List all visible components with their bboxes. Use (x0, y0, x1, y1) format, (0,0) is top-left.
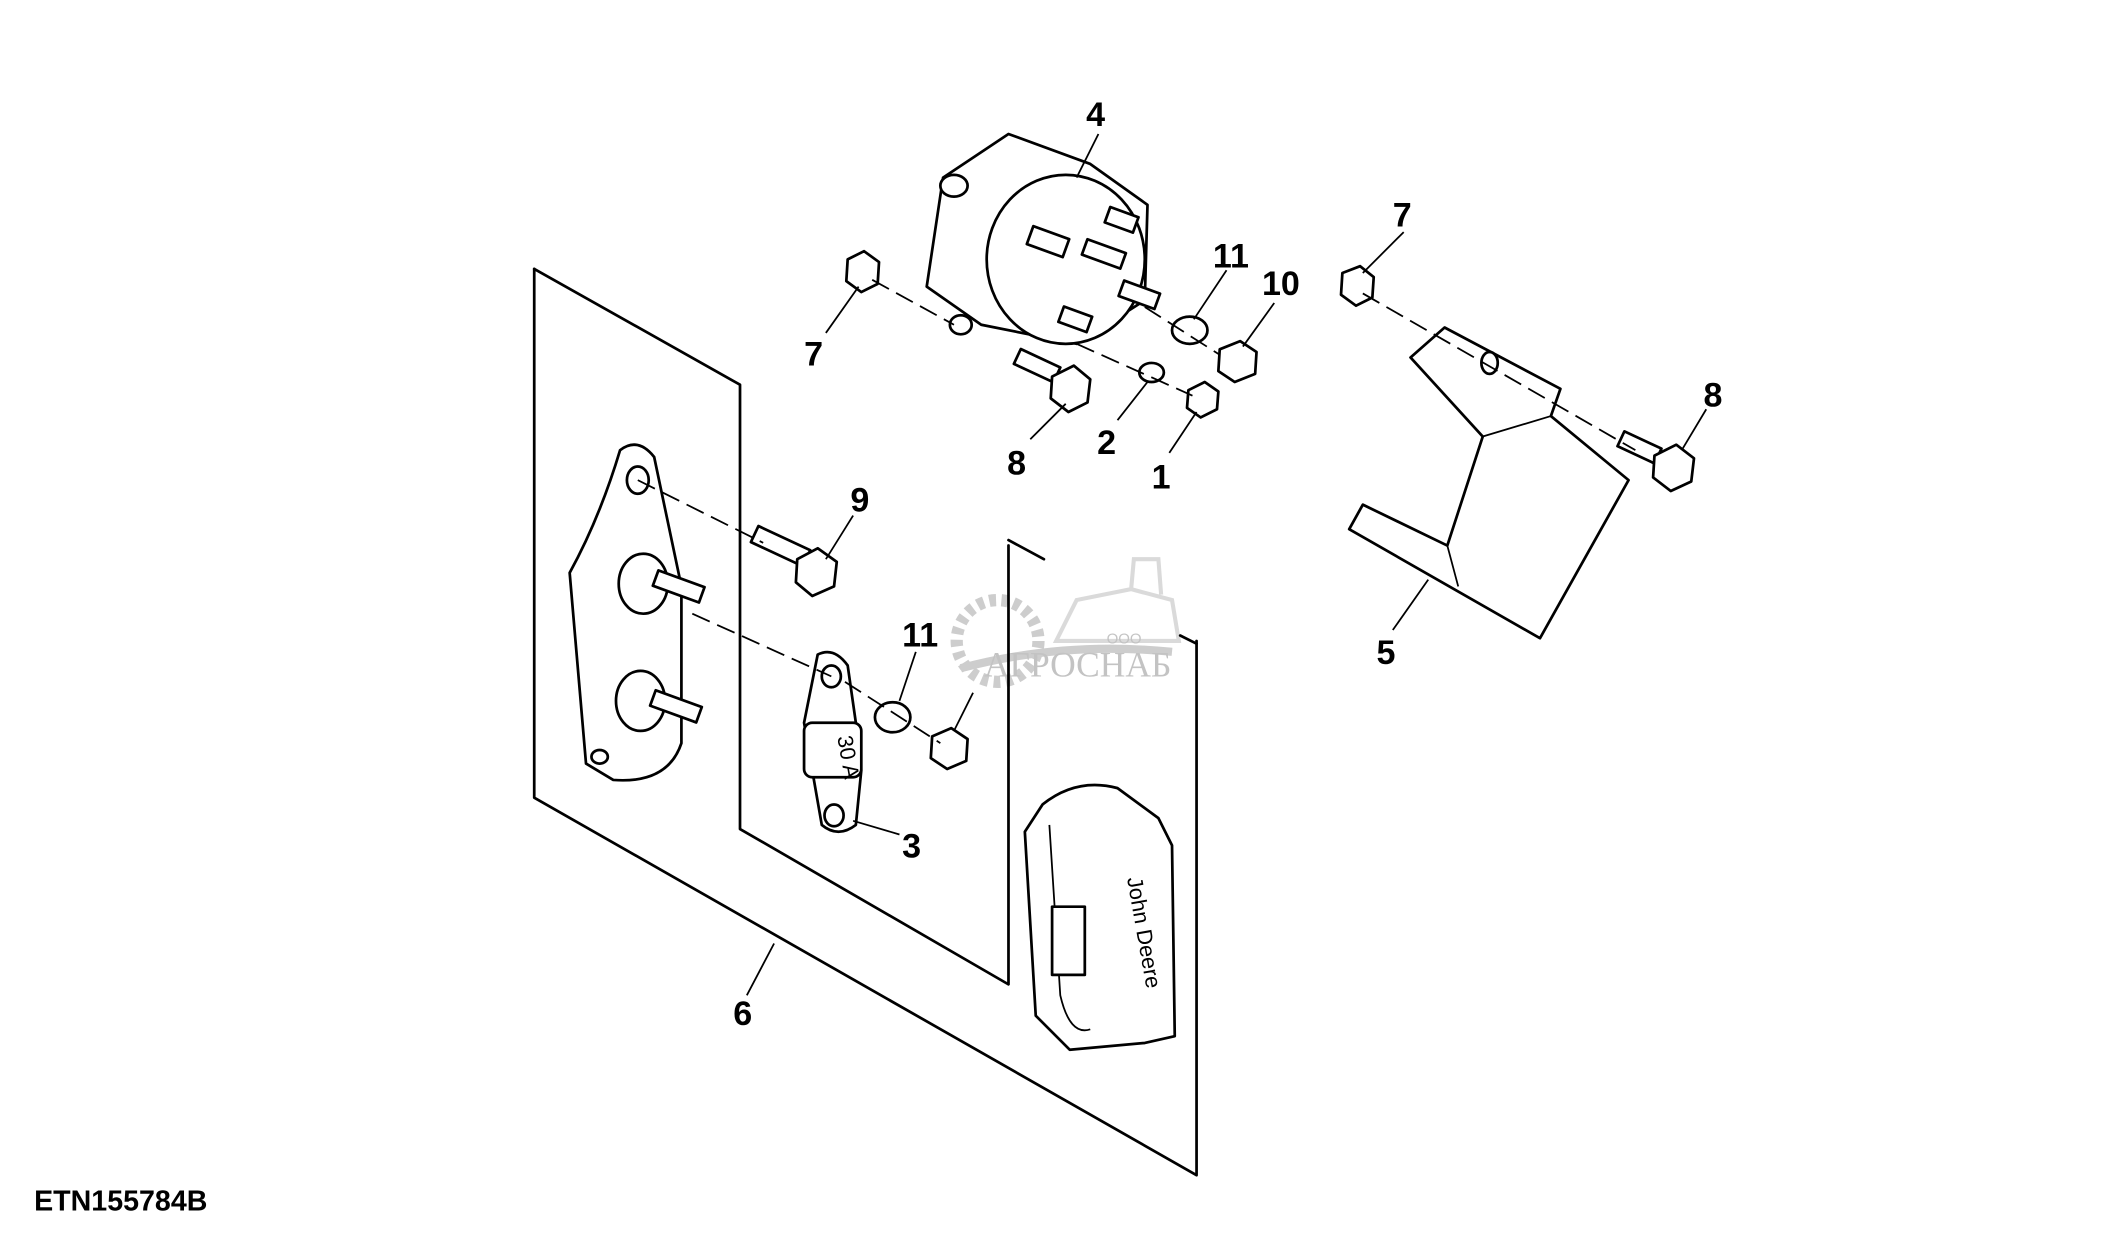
part-3-fuse: 30 A (802, 650, 865, 834)
part-7-nut-left (844, 249, 881, 294)
callout-3: 3 (902, 828, 921, 866)
callout-11: 11 (1213, 238, 1249, 276)
hardware (749, 249, 1696, 771)
part-4-relay (925, 132, 1162, 346)
part-nut-kit (929, 726, 969, 771)
callout-8: 8 (1007, 445, 1026, 483)
callout-1: 1 (1152, 458, 1171, 496)
figure-id: ETN155784B (34, 1186, 207, 1218)
assembly-lines (637, 279, 1636, 744)
part-2-lockwasher (1137, 361, 1166, 384)
watermark-logo: ООО АГРОСНАБ (950, 557, 1182, 688)
part-1-nut (1185, 380, 1220, 419)
callout-8: 8 (1704, 377, 1723, 415)
callout-6: 6 (733, 995, 752, 1033)
callout-4: 4 (1086, 96, 1105, 134)
part-8-bolt-right (1616, 430, 1696, 493)
callout-5: 5 (1376, 634, 1395, 672)
part-5-bracket (1347, 326, 1630, 640)
callout-10: 10 (1262, 265, 1300, 303)
callout-9: 9 (850, 481, 869, 519)
leader-lines (746, 133, 1708, 996)
callout-labels: 4 7 11 10 7 8 8 2 1 9 11 5 3 6 (733, 96, 1722, 1033)
part-8-bolt-left (1012, 347, 1092, 414)
part-11-washer-kit (873, 700, 912, 734)
part-10-nut (1216, 339, 1258, 384)
part-9-bolt (749, 524, 839, 598)
callout-7: 7 (804, 336, 823, 374)
callout-2: 2 (1097, 424, 1116, 462)
kit-panel-outline (532, 267, 1198, 1177)
watermark-prefix: ООО (1107, 631, 1142, 648)
part-11-washer-top (1170, 315, 1209, 346)
part-7-nut-right (1339, 264, 1376, 308)
part-fuse-box-cover: John Deere (1023, 783, 1177, 1052)
callout-7: 7 (1393, 197, 1412, 235)
watermark-company: АГРОСНАБ (984, 644, 1171, 684)
callout-11: 11 (902, 616, 938, 654)
part-circuit-breaker (568, 443, 706, 782)
